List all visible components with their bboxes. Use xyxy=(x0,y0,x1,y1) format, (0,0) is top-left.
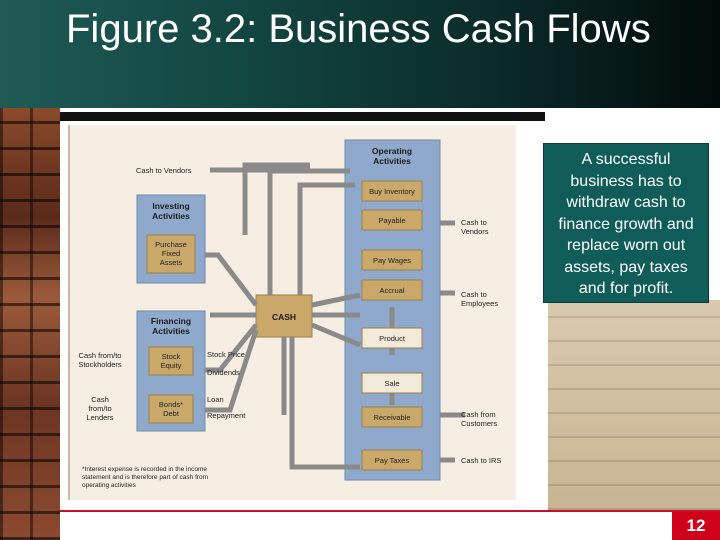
operating-step-box xyxy=(361,209,423,231)
operating-step-label: Pay Wages xyxy=(373,256,411,265)
page-number-badge: 12 xyxy=(672,512,720,540)
bonds-debt-box xyxy=(148,394,194,424)
cash-label: CASH xyxy=(272,312,296,322)
operating-step-label: Buy Inventory xyxy=(369,187,415,196)
operating-step-box xyxy=(361,249,423,271)
flow-label-loan: Loan xyxy=(207,395,224,404)
flow-label-repayment: Repayment xyxy=(207,411,246,420)
callout-box: A successful business has to withdraw ca… xyxy=(543,143,709,303)
flow-label-stock-price: Stock Price xyxy=(207,350,245,359)
title-bar xyxy=(0,0,720,108)
flow-arrows xyxy=(205,162,465,470)
purchase-fixed-assets-box xyxy=(146,234,196,274)
operating-step-box xyxy=(361,279,423,301)
operating-step-label: Sale xyxy=(384,379,399,388)
operating-step-label: Receivable xyxy=(373,413,410,422)
operating-step-label: Accrual xyxy=(379,286,404,295)
operating-step-box xyxy=(361,327,423,349)
flow-label-dividends: Dividends xyxy=(207,368,240,377)
operating-step-label: Product xyxy=(379,334,406,343)
operating-step-label: Pay Taxes xyxy=(375,456,410,465)
stock-equity-box xyxy=(148,346,194,376)
cash-to-irs-label: Cash to IRS xyxy=(461,456,501,465)
footer-line xyxy=(60,510,720,512)
cash-box xyxy=(255,294,313,338)
title-underline xyxy=(60,112,545,121)
operating-step-label: Payable xyxy=(378,216,405,225)
diagram-footnote: *Interest expense is recorded in the inc… xyxy=(82,466,208,489)
cash-to-vendors-top-label: Cash to Vendors xyxy=(136,166,192,175)
operating-step-box xyxy=(361,449,423,471)
operating-step-box xyxy=(361,406,423,428)
bonds-debt-label: Bonds*Debt xyxy=(159,400,183,418)
slide-title: Figure 3.2: Business Cash Flows xyxy=(66,7,651,51)
operating-step-box xyxy=(361,372,423,394)
operating-step-box xyxy=(361,180,423,202)
brick-background-right xyxy=(548,300,720,510)
